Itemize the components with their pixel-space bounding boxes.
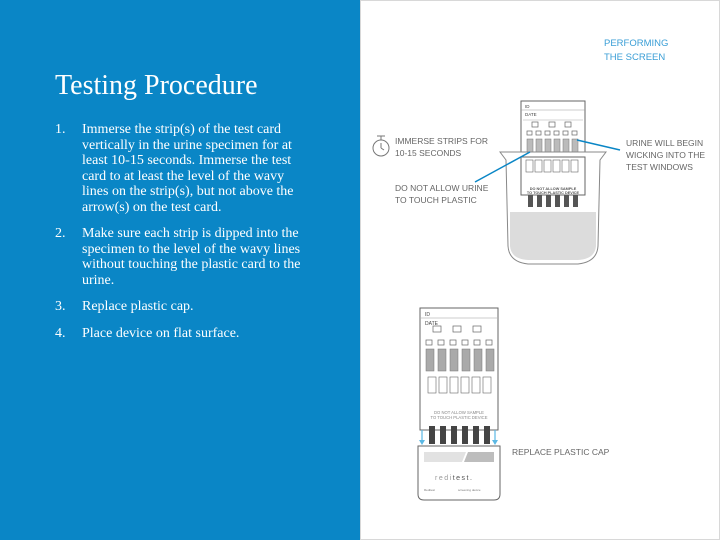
plastic-pointer-line [474, 151, 531, 183]
step-text: Place device on flat surface. [82, 325, 240, 341]
wicking-pointer-line [576, 139, 621, 151]
card-checkboxes [425, 339, 493, 346]
capped-card-illustration: ID DATE [417, 307, 501, 501]
replace-cap-callout: REPLACE PLASTIC CAP [512, 447, 610, 457]
cap-small-text: Reditest [424, 488, 435, 492]
step-item: 1. Immerse the strip(s) of the test card… [55, 122, 305, 215]
card-checkboxes [526, 130, 578, 136]
urine-specimen [510, 212, 596, 260]
dip-card-illustration: ID DATE [474, 100, 621, 265]
step-number: 4. [55, 325, 66, 341]
cap-band [464, 452, 494, 462]
step-number: 2. [55, 226, 66, 241]
card-warning-text: TO TOUCH PLASTIC DEVICE [527, 191, 580, 195]
cap-small-text: screening device [458, 488, 481, 492]
procedure-steps: 1. Immerse the strip(s) of the test card… [55, 122, 305, 352]
card-date-label: DATE [525, 112, 537, 117]
card-result-windows [427, 376, 492, 394]
left-panel: Testing Procedure 1. Immerse the strip(s… [0, 0, 360, 540]
card-mini-icons [531, 121, 572, 128]
immerse-callout: IMMERSE STRIPS FOR 10-15 SECONDS [395, 136, 489, 158]
card-date-label: DATE [425, 321, 439, 327]
step-number: 3. [55, 299, 66, 314]
step-item: 3. Replace plastic cap. [55, 299, 305, 315]
stopwatch-icon [372, 135, 390, 157]
card-mini-icons [432, 325, 482, 333]
cap-arrow-icon [419, 430, 425, 445]
cap-brand: reditest. [435, 475, 473, 482]
cap-arrow-icon [492, 430, 498, 445]
step-item: 4. Place device on flat surface. [55, 326, 305, 342]
step-item: 2. Make sure each strip is dipped into t… [55, 226, 305, 288]
cap-band [424, 452, 466, 462]
card-warning-text: TO TOUCH PLASTIC DEVICE [430, 415, 487, 420]
header-label: PERFORMING THE SCREEN [604, 38, 669, 63]
wicking-callout: URINE WILL BEGIN WICKING INTO THE TEST W… [626, 138, 706, 172]
step-number: 1. [55, 122, 66, 137]
card-warning-text: DO NOT ALLOW SAMPLE [434, 410, 484, 415]
step-text: Immerse the strip(s) of the test card ve… [82, 122, 294, 215]
test-strip-tips [528, 195, 578, 207]
card-warning-text: DO NOT ALLOW SAMPLE [530, 187, 577, 191]
test-strip-tips [429, 426, 490, 444]
card-result-windows [525, 159, 579, 173]
card-id-label: ID [525, 104, 530, 109]
plastic-callout: DO NOT ALLOW URINE TO TOUCH PLASTIC [395, 183, 489, 205]
card-strip-windows [425, 348, 495, 372]
step-text: Replace plastic cap. [82, 299, 194, 314]
card-id-label: ID [425, 312, 430, 318]
slide-title: Testing Procedure [55, 70, 258, 101]
step-text: Make sure each strip is dipped into the … [82, 226, 301, 288]
